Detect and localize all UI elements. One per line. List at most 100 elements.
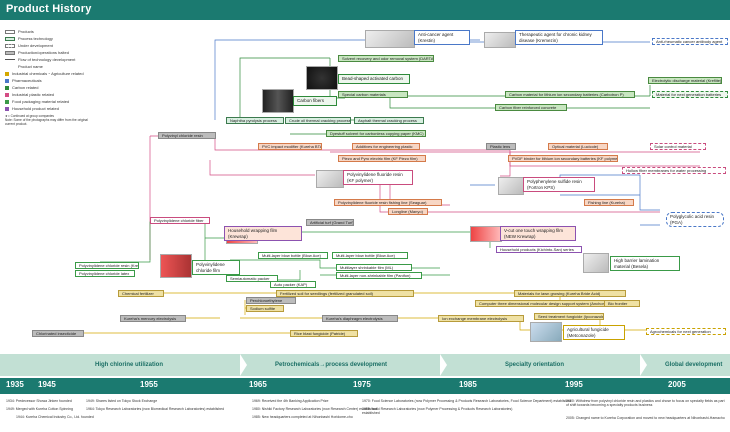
node-multilayer-blow: Multi-layer blow bottle (Blow Ace): [332, 252, 408, 259]
event-1970: 1970: Food Science Laboratories (now Pol…: [362, 399, 572, 403]
year-2005: 2005: [668, 380, 686, 389]
node-pvc: Polyvinyl chloride resin: [158, 132, 216, 139]
event-1944: 1944: Kureha Chemical Industry Co., Ltd.…: [16, 415, 94, 419]
node-hollow: Hollow fiber membranes for water process…: [622, 167, 726, 174]
node-diaphragm: Kureha's diaphragm electrolysis: [322, 315, 398, 322]
legend-ind: Industrial chemicals・Agriculture related: [5, 70, 91, 77]
node-high-barrier: High barrier lamination material (Besela…: [610, 256, 680, 271]
node-pvdc-film: Polyvinylidene chloride film: [192, 260, 240, 275]
metconazole-photo: [530, 322, 562, 342]
node-benzol: Solvent recovery and odor removal system…: [338, 55, 434, 62]
node-seed-treatment: Seed treatment fungicide (Ipconazole): [534, 313, 604, 320]
era-band: [0, 354, 730, 376]
node-anti-rheum: Anti-rheumatic cancer antibody agent: [652, 38, 728, 45]
year-1995: 1995: [565, 380, 583, 389]
node-chemical-fert: Chemical fertilizer: [118, 290, 164, 297]
node-bead: Bead-shaped activated carbon: [338, 74, 410, 84]
carbon-fiber-photo: [262, 89, 294, 113]
node-naphtha: Naphtha pyrolysis process: [226, 117, 284, 124]
event-1964: 1964: Tokyo Research Laboratories (now B…: [86, 407, 225, 411]
node-pvdf: Polyvinylidene fluoride resin (KF polyme…: [343, 170, 413, 185]
event-1989: 1989: Iwaki Research Laboratories (now P…: [362, 407, 513, 415]
node-anticancer: Anti-cancer agent (Krestin): [414, 30, 470, 45]
year-axis: [0, 378, 730, 394]
legend-halted: Production/operations halted: [5, 49, 91, 56]
era-label-global: Global development: [665, 362, 723, 368]
node-asphalt: Asphalt thermal cracking process: [354, 117, 424, 124]
node-mercury: Kureha's mercury electrolysis: [120, 315, 186, 322]
node-vcut: V-cut one touch wrapping film (NEW Krewr…: [500, 226, 576, 241]
node-electrolytic: Electrolytic discharge material (Kreflit…: [648, 77, 722, 84]
node-crude: Crude oil thermal cracking process: [285, 117, 351, 124]
node-agrochem-next: Agrochemicals for next generation: [646, 328, 726, 335]
bead-carbon-photo: [306, 66, 338, 90]
year-1945: 1945: [38, 380, 56, 389]
node-household-wrap: Household wrapping film (Krewrap): [224, 226, 302, 241]
era-label-chlorine: High chlorine utilization: [95, 362, 163, 368]
era-divider-2: [440, 354, 447, 376]
new-krewrap-photo: [470, 226, 502, 242]
legend-underdev: Under development: [5, 42, 91, 49]
node-pvc-impact: PVC impact modifier (Kureha BTA): [258, 143, 322, 150]
event-2000: 2000: Withdrew from polyvinyl chloride r…: [566, 399, 725, 407]
node-household-products: Household products (Kichinto-San) series: [496, 246, 582, 253]
node-piezo: Piezo and Pyro electric film (KF Piezo f…: [338, 155, 426, 162]
node-carbonfibers: Carbon fibers: [293, 96, 337, 106]
node-auto-packer: Auto packer (KAP): [270, 281, 316, 288]
node-plastic-lens: Plastic lens: [486, 143, 516, 150]
era-divider-1: [240, 354, 247, 376]
node-semiautomatic: Semiautomatic packer: [226, 275, 278, 282]
pvdc-film-photo: [160, 254, 192, 278]
event-1980: 1980: Nishiki Factory Research Laborator…: [252, 407, 377, 411]
node-perchloro: Perchloroethylene: [246, 297, 296, 304]
event-1934: 1934: Predecessor Showa Jinken founded: [6, 399, 72, 403]
legend-note-photos: Note: Some of the photographs may differ…: [5, 118, 88, 126]
node-fertilized-soil: Fertilized soil for seedlings (fertilize…: [276, 290, 414, 297]
year-1965: 1965: [249, 380, 267, 389]
node-fishing-seaguar: Polyvinylidene fluoride resin fishing li…: [334, 199, 442, 206]
node-li-ion: Carbon material for lithium ion secondar…: [505, 91, 635, 98]
krestin-photo: [365, 30, 415, 48]
node-reinforced: Carbon fiber reinforced concrete: [495, 104, 567, 111]
event-1985: 1985: New headquarters completed at Niho…: [252, 415, 353, 419]
node-agro-fungicide: Agricultural fungicide (Metconazole): [563, 325, 625, 340]
event-1949-listed: 1949: Shares listed on Tokyo Stock Excha…: [86, 399, 158, 403]
year-1955: 1955: [140, 380, 158, 389]
year-1985: 1985: [459, 380, 477, 389]
legend-carbon: Carbon related: [5, 84, 91, 91]
node-pps: Polyphenylene sulfide resin (Fortron KPS…: [523, 177, 595, 192]
node-longline: Longline (Manyo): [388, 208, 428, 215]
year-1975: 1975: [353, 380, 371, 389]
pps-photo: [498, 177, 524, 195]
legend-food: Food packaging material related: [5, 98, 91, 105]
legend-process: Process technology: [5, 35, 91, 42]
node-fishing-kureha: Fishing line (Kureha): [584, 199, 634, 206]
node-multilayer-nonshrink: Multi-layer non-shrinkable film (Panifon…: [336, 272, 422, 279]
legend-pharma: Pharmaceuticals: [5, 77, 91, 84]
event-1949-merge: 1949: Merged with Kureha Cotton Spinning: [6, 407, 73, 411]
node-next-battery: Material for next generation batteries: [652, 91, 728, 98]
node-sodium: Sodium sulfite: [246, 305, 284, 312]
page-title: Product History: [6, 3, 92, 15]
legend-products: Products: [5, 28, 91, 35]
node-special: Special carbon materials: [338, 91, 408, 98]
node-artificial-turf: Artificial turf (Grand Turf): [306, 219, 354, 226]
node-ion-exchange: Ion exchange membrane electrolysis: [438, 315, 524, 322]
node-multilayer-bottle: Multi-layer blow bottle (Blow Ace): [258, 252, 328, 259]
node-pvdc-fiber: Polyvinylidene chloride fiber: [150, 217, 210, 224]
kremezin-photo: [484, 32, 516, 48]
header-bar: Product History: [0, 0, 730, 20]
node-additives: Additives for engineering plastic: [352, 143, 420, 150]
legend-name: Product name: [18, 64, 43, 69]
node-computer-3d: Computer three dimensional molecular des…: [475, 300, 607, 307]
event-1969: 1969: Received the 4th Banking Applicati…: [252, 399, 329, 403]
legend: Products Process technology Under develo…: [5, 28, 91, 128]
node-pga: Polyglycolic acid resin (PGA): [666, 212, 724, 227]
pvdf-photo: [316, 170, 344, 188]
era-divider-3: [640, 354, 647, 376]
legend-house: Household product related: [5, 105, 91, 112]
node-pvdc-resin: Polyvinylidene chloride resin (Krehalon): [75, 262, 139, 269]
node-materials-lawn: Materials for lawn growing (Kureha Bride…: [514, 290, 626, 297]
node-rice-blast: Rice blast fungicide (Patride): [290, 330, 358, 337]
